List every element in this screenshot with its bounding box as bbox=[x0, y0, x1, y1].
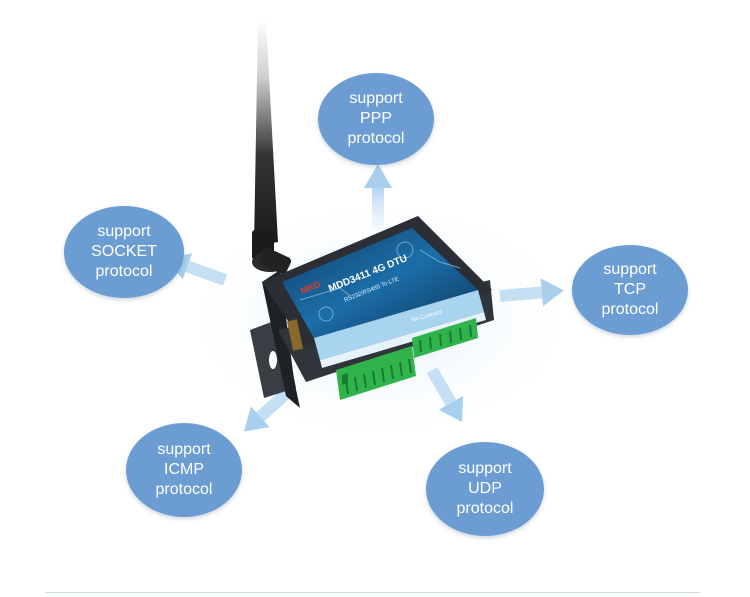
arrow-lower-left-icon bbox=[243, 385, 295, 432]
bubble-ppp-line3: protocol bbox=[347, 130, 405, 147]
bubble-ppp-line1: support bbox=[349, 90, 403, 107]
bubble-icmp-line2: ICMP bbox=[164, 461, 204, 478]
device-side bbox=[262, 270, 300, 408]
bubble-icmp-line3: protocol bbox=[155, 481, 213, 498]
bubble-udp: support UDP protocol bbox=[426, 442, 544, 536]
bubble-icmp: support ICMP protocol bbox=[126, 423, 242, 517]
bubble-tcp-line2: TCP bbox=[614, 281, 646, 298]
bubble-udp-line3: protocol bbox=[456, 500, 514, 517]
bubble-tcp: support TCP protocol bbox=[572, 245, 688, 335]
bubble-ppp: support PPP protocol bbox=[318, 73, 434, 165]
arrow-lower-right-icon bbox=[426, 367, 464, 422]
bubble-socket: support SOCKET protocol bbox=[64, 206, 184, 298]
terminal-block-front bbox=[336, 346, 416, 400]
arrow-right-icon bbox=[499, 278, 564, 307]
bubble-icmp-line1: support bbox=[157, 441, 211, 458]
antenna bbox=[252, 20, 292, 275]
terminal-block-side bbox=[412, 318, 478, 358]
led-strip bbox=[314, 290, 484, 360]
bubble-socket-line1: support bbox=[97, 223, 151, 240]
bubble-socket-line2: SOCKET bbox=[91, 243, 157, 260]
bubble-socket-line3: protocol bbox=[95, 263, 153, 280]
bubble-ppp-line2: PPP bbox=[359, 110, 392, 127]
bubble-udp-line2: UDP bbox=[468, 480, 502, 497]
bubble-tcp-line1: support bbox=[603, 261, 657, 278]
arrow-up-icon bbox=[364, 164, 392, 230]
bottom-divider bbox=[45, 592, 700, 593]
mount-hole bbox=[269, 351, 277, 369]
sim-slot bbox=[286, 319, 304, 351]
bubble-tcp-line3: protocol bbox=[601, 301, 659, 318]
bubble-udp-line1: support bbox=[458, 460, 512, 477]
